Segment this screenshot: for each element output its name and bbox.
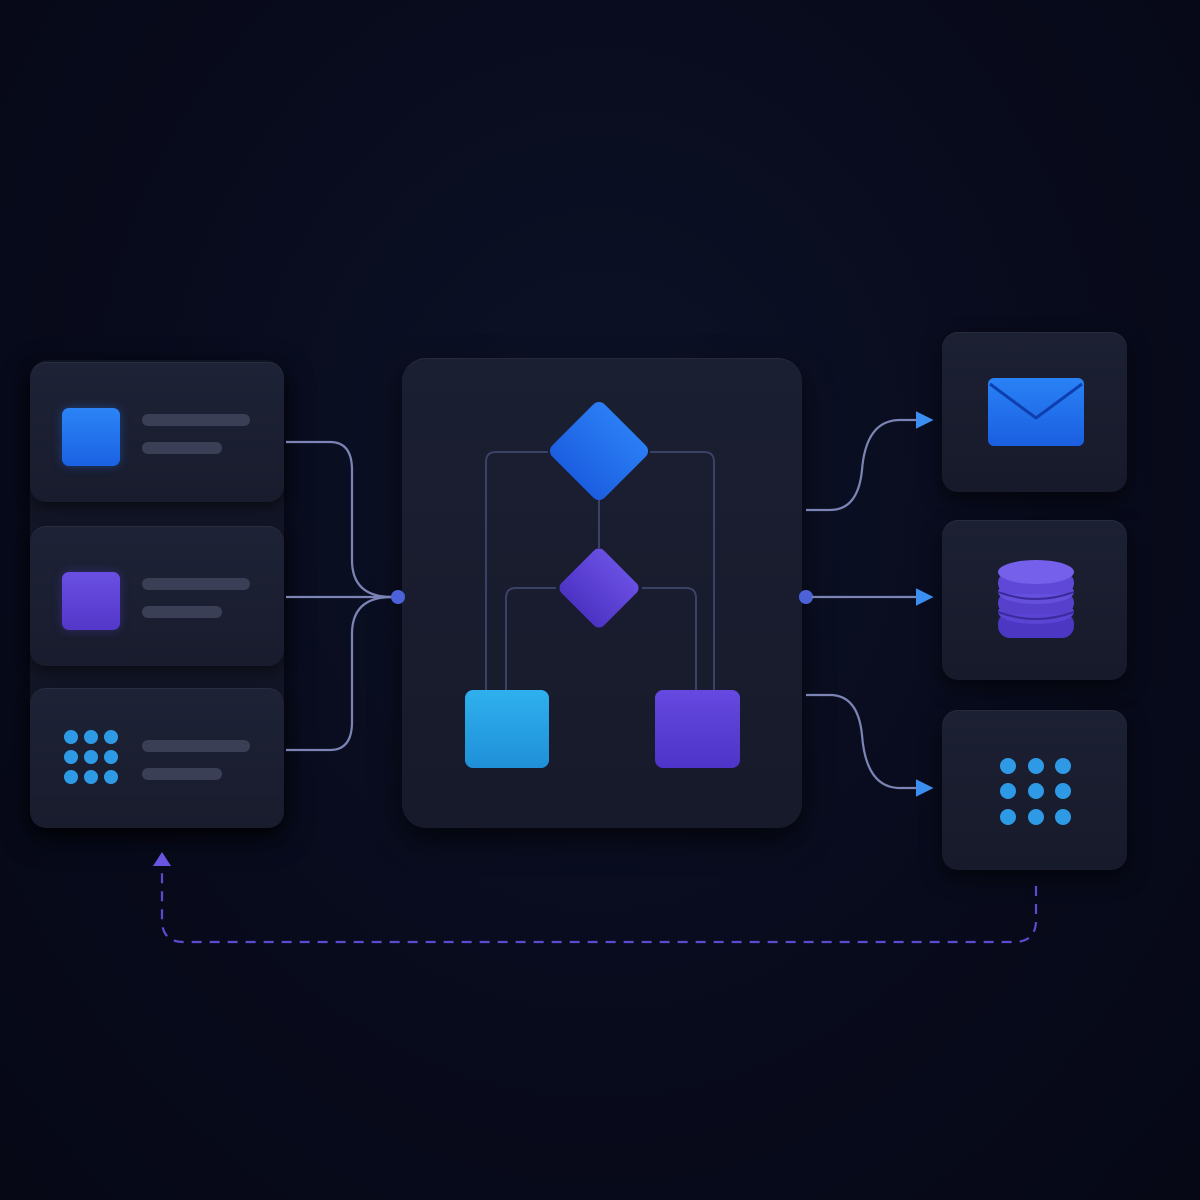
text-placeholder-line: [142, 414, 250, 426]
source-card-3[interactable]: [30, 688, 284, 828]
output-connectors: [806, 411, 934, 797]
text-placeholder-line: [142, 442, 222, 454]
text-placeholder-line: [142, 578, 250, 590]
workflow-processor-card[interactable]: [402, 358, 802, 828]
source-card-1[interactable]: [30, 362, 284, 502]
feedback-loop-line: [160, 866, 1038, 944]
text-placeholder-line: [142, 740, 250, 752]
text-placeholder-line: [142, 768, 222, 780]
output-card-email[interactable]: [942, 332, 1127, 492]
text-placeholder-line: [142, 606, 222, 618]
feedback-arrow-icon: [153, 852, 171, 866]
connector-source-3: [286, 595, 393, 752]
source-connectors: [286, 440, 393, 752]
output-card-grid[interactable]: [942, 710, 1127, 870]
connector-source-1: [286, 440, 393, 599]
purple-square-icon: [62, 572, 120, 630]
output-card-database[interactable]: [942, 520, 1127, 680]
connector-output-email: [806, 411, 934, 512]
connector-output-grid: [806, 693, 934, 797]
source-card-2[interactable]: [30, 526, 284, 666]
dot-grid-icon: [64, 730, 118, 784]
blue-square-icon: [62, 408, 120, 466]
